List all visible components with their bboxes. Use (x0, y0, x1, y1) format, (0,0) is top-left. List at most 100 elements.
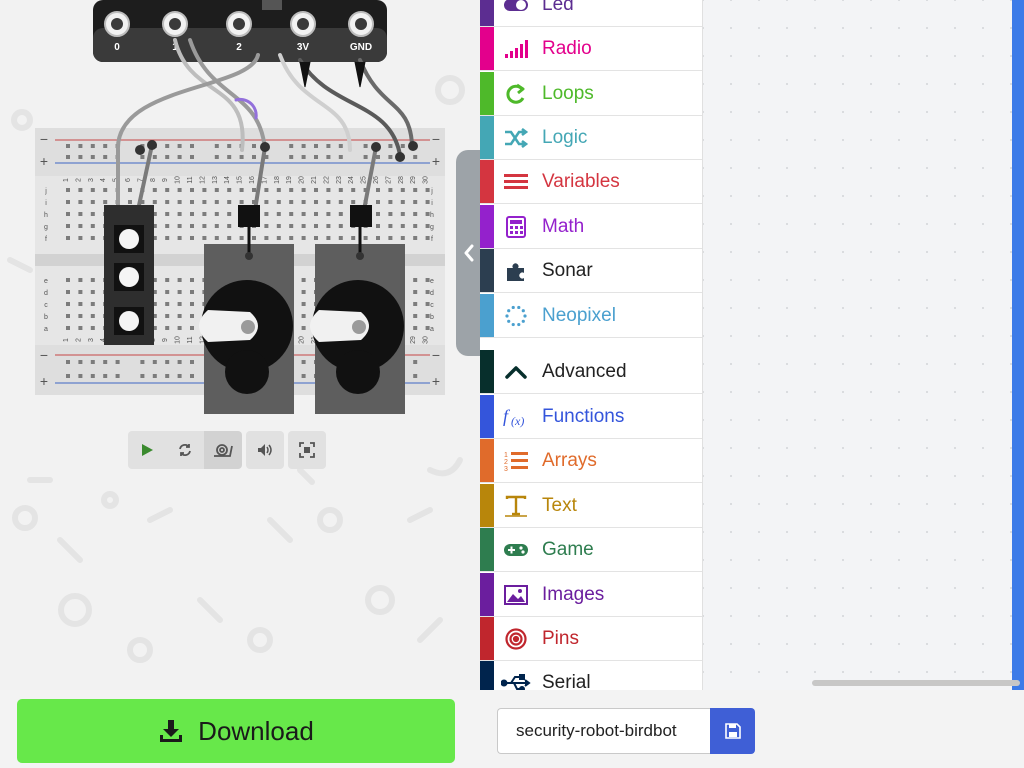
toolbox-category-label: Sonar (542, 260, 593, 281)
breadboard-hole (351, 188, 356, 192)
breadboard-hole (177, 314, 182, 318)
toggle-icon (500, 0, 532, 27)
breadboard-hole (301, 374, 306, 378)
breadboard-hole (301, 360, 306, 364)
breadboard-hole (90, 360, 95, 364)
breadboard-hole (388, 212, 393, 216)
save-button[interactable] (710, 708, 755, 754)
toolbox-category-label: Neopixel (542, 305, 616, 326)
restart-icon (179, 444, 191, 456)
toolbox-category-pins[interactable]: Pins (480, 617, 702, 661)
breadboard-hole (90, 236, 95, 240)
breadboard-row-letter: e (430, 278, 434, 285)
breadboard-hole (326, 236, 331, 240)
breadboard-hole (314, 224, 318, 228)
board-pin-label: 2 (236, 42, 242, 53)
board-pin-hole (297, 18, 309, 30)
breadboard-hole (301, 144, 306, 148)
servo-right[interactable] (310, 205, 405, 414)
breadboard-hole (66, 278, 70, 282)
breadboard-hole (78, 290, 83, 294)
toolbox-separator (480, 338, 702, 346)
breadboard-hole (152, 200, 157, 204)
mute-button[interactable] (246, 431, 284, 469)
toolbox-category-game[interactable]: Game (480, 528, 702, 572)
project-name-input[interactable] (497, 708, 710, 754)
board-pin-hole (233, 18, 245, 30)
breadboard-hole (66, 302, 70, 306)
download-icon (160, 720, 183, 742)
blocks-workspace[interactable] (702, 0, 1012, 690)
breadboard-hole (165, 236, 170, 240)
toolbox-category-label: Serial (542, 672, 591, 690)
breadboard-hole (326, 188, 331, 192)
toolbox-category-variables[interactable]: Variables (480, 160, 702, 204)
breadboard-hole (413, 212, 418, 216)
breadboard-hole (264, 236, 269, 240)
restart-button[interactable] (166, 431, 204, 469)
breadboard-hole (190, 200, 194, 204)
toolbox-category-functions[interactable]: f(x)Functions (480, 395, 702, 439)
download-button[interactable]: Download (17, 699, 455, 763)
breadboard-hole (165, 200, 170, 204)
collapse-simulator-handle[interactable] (456, 150, 482, 356)
breadboard-column-number: 24 (348, 176, 355, 184)
text-cursor-icon (500, 484, 532, 528)
toolbox-category-label: Logic (542, 127, 588, 148)
toolbox-category-neopixel[interactable]: Neopixel (480, 294, 702, 338)
breadboard-row-letter: j (430, 188, 433, 195)
workspace-horizontal-scrollbar[interactable] (812, 680, 1020, 686)
toolbox-category-label: Variables (542, 171, 620, 192)
play-button[interactable] (128, 431, 166, 469)
toolbox-category-radio[interactable]: Radio (480, 27, 702, 71)
breadboard-hole (78, 360, 83, 364)
breadboard-rail-sign: − (40, 347, 48, 363)
breadboard-column-number: 12 (199, 336, 206, 344)
board-pin-hole (169, 18, 181, 30)
breadboard-hole (152, 212, 157, 216)
breadboard-hole (227, 155, 232, 159)
toolbox-category-text[interactable]: Text (480, 484, 702, 528)
fullscreen-button[interactable] (288, 431, 326, 469)
breadboard-hole (252, 200, 256, 204)
toolbox-category-advanced[interactable]: Advanced (480, 350, 702, 394)
neopixel-strip[interactable] (104, 205, 154, 345)
breadboard-hole (376, 188, 380, 192)
breadboard-hole (413, 200, 418, 204)
breadboard-hole (78, 236, 83, 240)
breadboard-hole (239, 200, 244, 204)
breadboard-rail-sign: − (40, 131, 48, 147)
breadboard-hole (338, 224, 343, 228)
breadboard-hole (165, 278, 170, 282)
snail-icon (214, 444, 233, 457)
toolbox-category-math[interactable]: Math (480, 205, 702, 249)
breadboard-hole (264, 188, 269, 192)
breadboard-hole (177, 302, 182, 306)
toolbox-category-sonar[interactable]: Sonar (480, 249, 702, 293)
toolbox-category-images[interactable]: Images (480, 573, 702, 617)
puzzle-piece-icon (500, 249, 532, 293)
toolbox-category-logic[interactable]: Logic (480, 116, 702, 160)
toolbox-category-loops[interactable]: Loops (480, 72, 702, 116)
breadboard-hole (78, 278, 83, 282)
breadboard-hole (78, 144, 83, 148)
breadboard-hole (227, 144, 232, 148)
breadboard-hole (301, 290, 306, 294)
slow-motion-button[interactable] (204, 431, 242, 469)
breadboard-rail-sign: − (432, 347, 440, 363)
breadboard-hole (152, 374, 157, 378)
breadboard-hole (351, 200, 356, 204)
loop-arrow-icon (500, 72, 532, 116)
breadboard-hole (78, 326, 83, 330)
servo-left[interactable] (199, 205, 294, 414)
list-lines-icon (500, 160, 532, 204)
function-icon: f(x) (500, 395, 532, 439)
breadboard-hole (78, 224, 83, 228)
svg-text:f: f (503, 406, 511, 426)
toolbox-category-serial[interactable]: Serial (480, 661, 702, 690)
toolbox-category-led[interactable]: Led (480, 0, 702, 27)
breadboard-hole (425, 278, 430, 282)
